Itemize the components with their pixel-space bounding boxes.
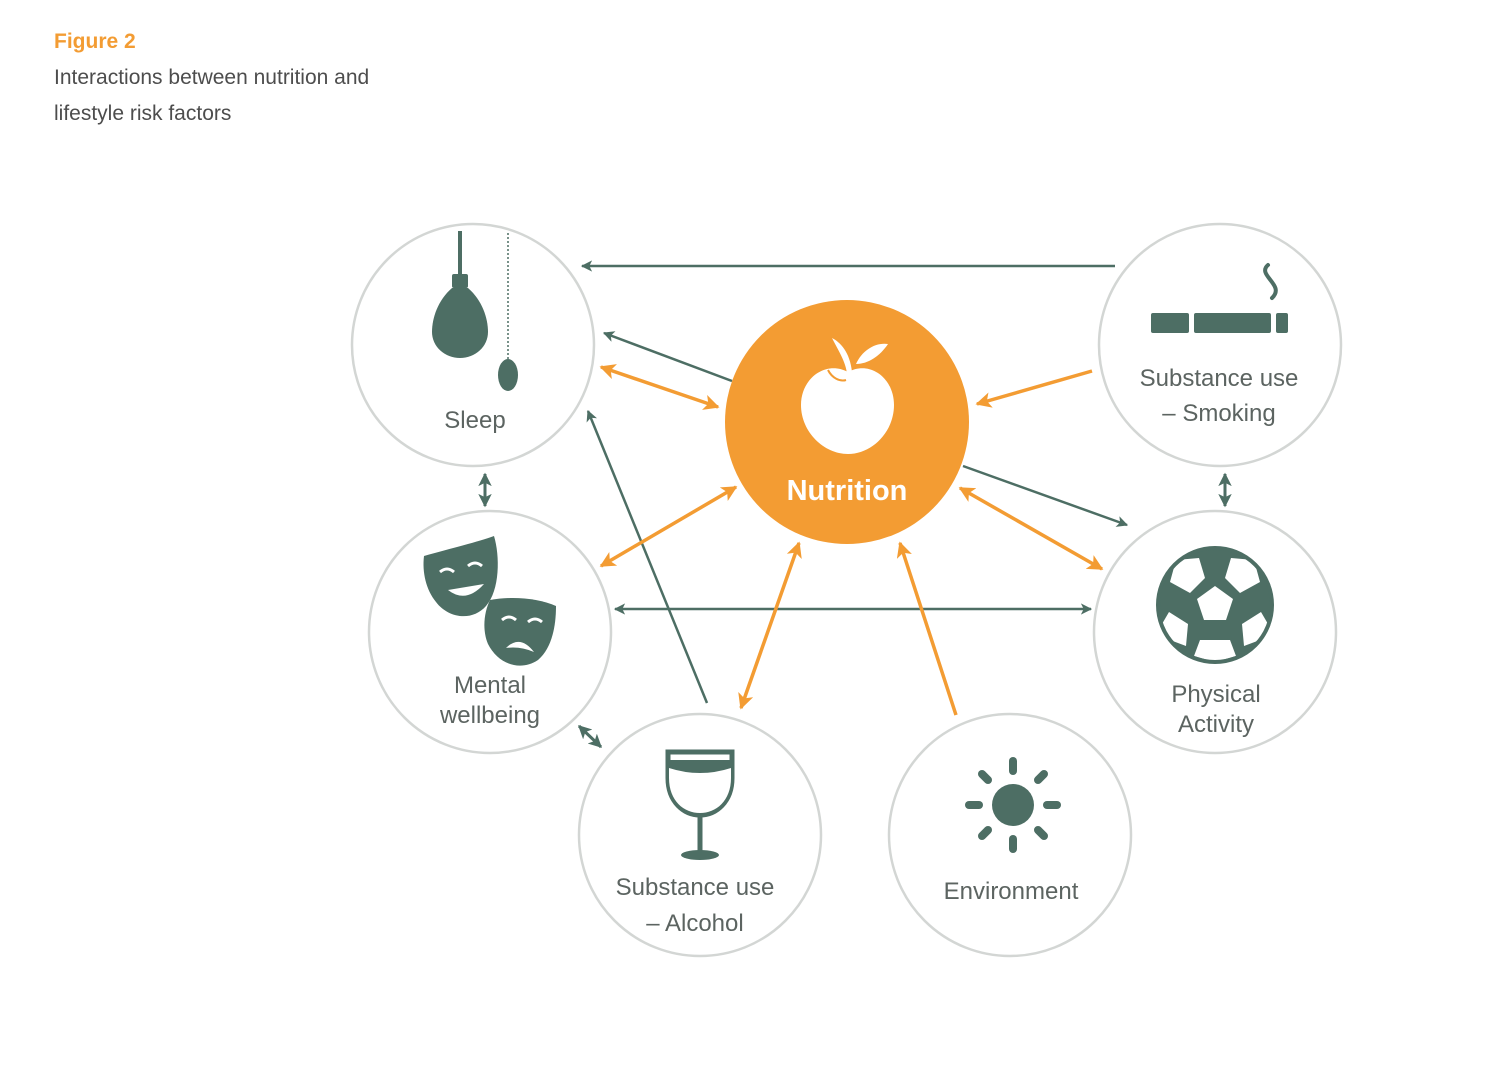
arrow-smoking-to-nutrition xyxy=(975,369,1093,408)
node-sleep: Sleep xyxy=(350,222,596,468)
wine-glass-icon xyxy=(665,749,735,860)
figure-caption-line-1: Interactions between nutrition and xyxy=(54,66,370,89)
arrow-environment-to-nutrition xyxy=(896,541,958,716)
node-alcohol: Substance use – Alcohol xyxy=(577,712,823,958)
arrows xyxy=(478,260,1232,749)
node-physical-activity: Physical Activity xyxy=(1092,509,1338,755)
light-bulb-icon xyxy=(432,231,518,391)
football-icon xyxy=(1156,546,1274,664)
apple-icon xyxy=(801,338,894,454)
environment-label: Environment xyxy=(944,878,1079,905)
arrow-nutrition-physical xyxy=(958,486,1104,571)
arrow-mental-nutrition xyxy=(599,485,738,568)
arrow-sleep-nutrition xyxy=(599,364,720,410)
alcohol-label-line-2: – Alcohol xyxy=(646,910,743,937)
mental-label-line-2: wellbeing xyxy=(439,702,540,729)
figure-header: Figure 2 Interactions between nutrition … xyxy=(54,28,369,132)
smoking-label-line-2: – Smoking xyxy=(1162,400,1275,427)
nutrition-label: Nutrition xyxy=(787,475,908,507)
figure-caption-line-2: lifestyle risk factors xyxy=(54,102,232,125)
node-nutrition: Nutrition xyxy=(725,300,969,544)
alcohol-label-line-1: Substance use xyxy=(616,874,775,901)
arrow-nutrition-to-physical xyxy=(962,464,1129,527)
physical-label-line-2: Activity xyxy=(1178,711,1254,738)
sun-icon xyxy=(965,757,1061,853)
mental-label-line-1: Mental xyxy=(454,672,526,699)
figure-caption: Interactions between nutrition and lifes… xyxy=(54,60,369,132)
figure-label: Figure 2 xyxy=(54,30,136,53)
theatre-masks-icon xyxy=(423,536,556,666)
node-mental-wellbeing: Mental wellbeing xyxy=(367,509,613,755)
arrow-nutrition-alcohol xyxy=(738,541,802,710)
cigarette-icon xyxy=(1151,263,1288,333)
node-environment: Environment xyxy=(887,712,1133,958)
smoking-label-line-1: Substance use xyxy=(1140,365,1299,392)
sleep-label: Sleep xyxy=(444,407,505,434)
physical-label-line-1: Physical xyxy=(1171,681,1260,708)
arrow-mental-alcohol xyxy=(577,724,603,749)
node-smoking: Substance use – Smoking xyxy=(1097,222,1343,468)
